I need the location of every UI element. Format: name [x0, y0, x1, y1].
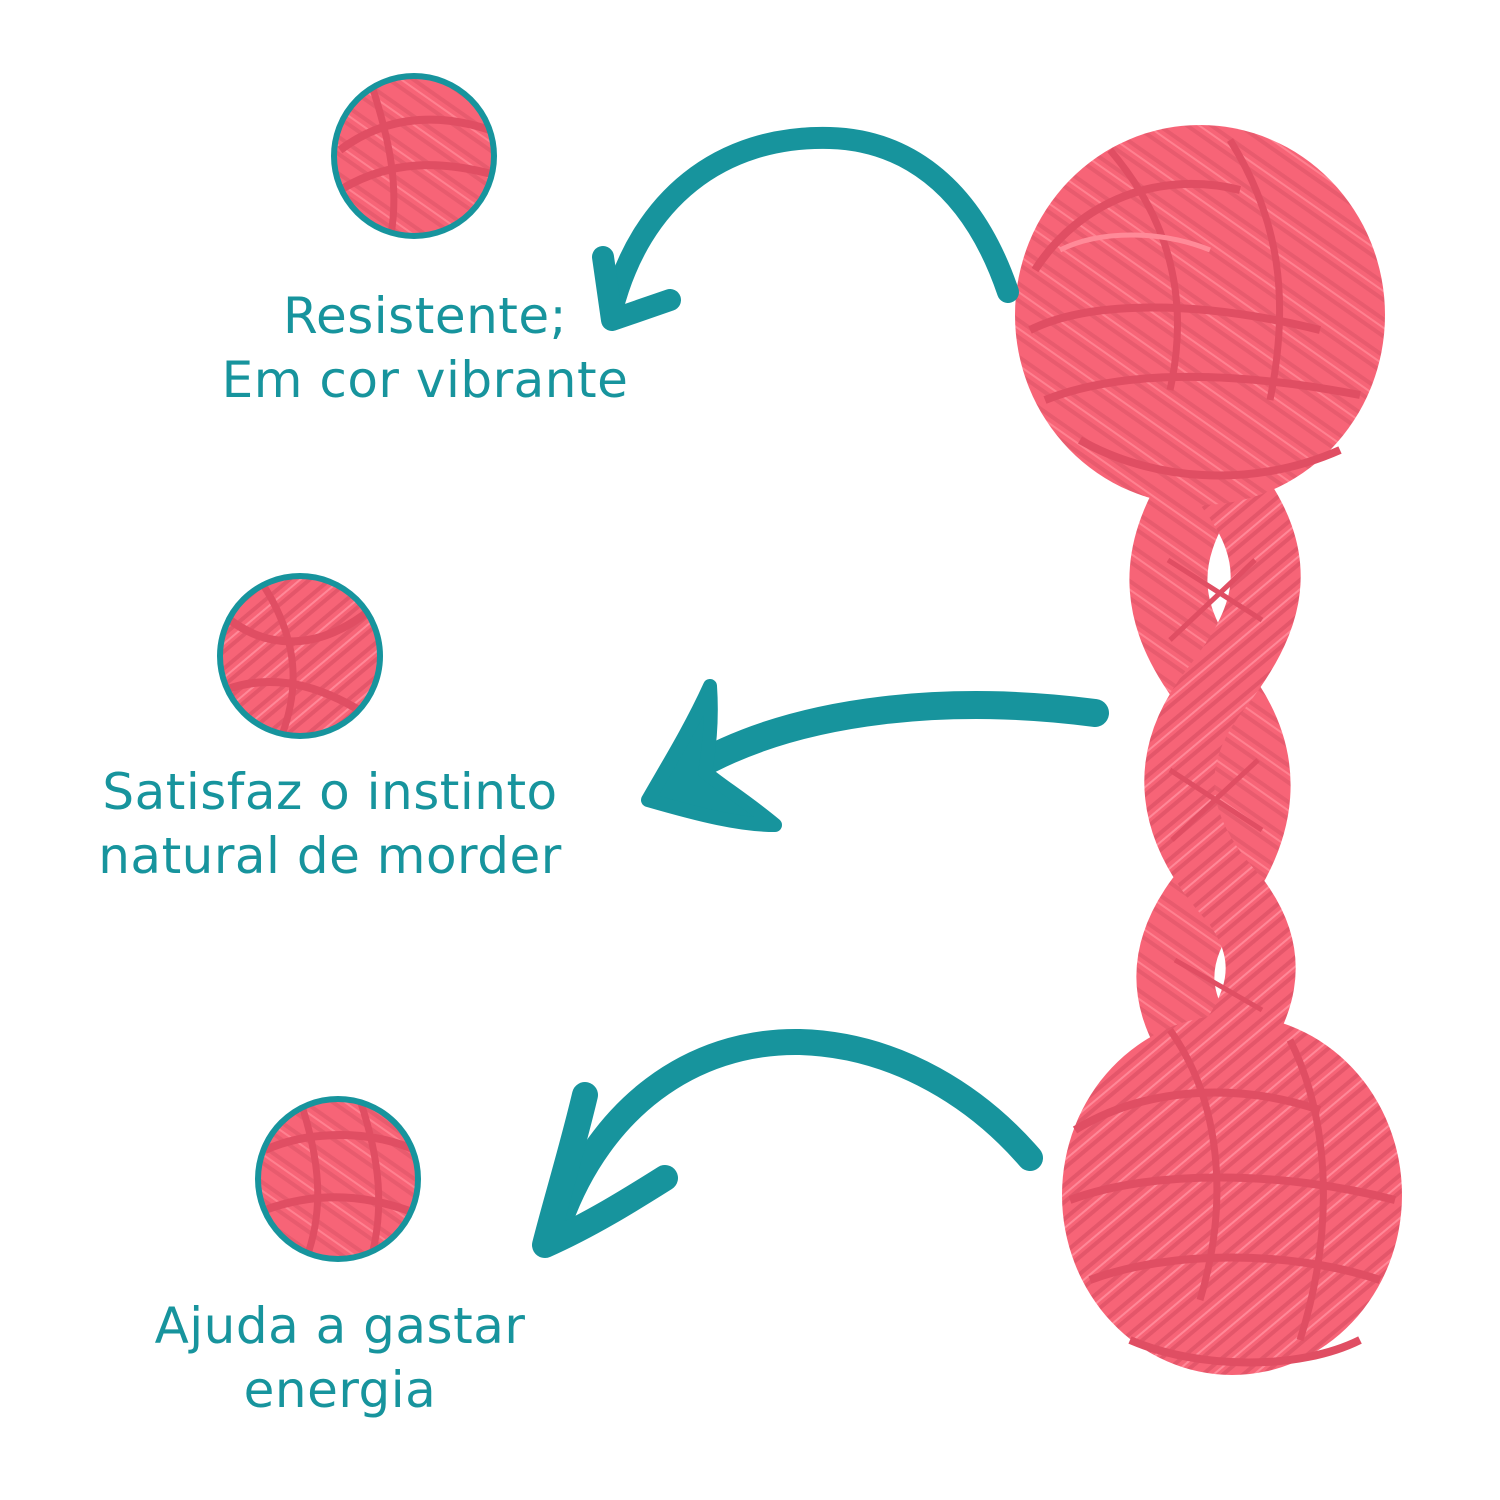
feature-text-energy: Ajuda a gastar energia [90, 1294, 590, 1422]
braided-rope [1129, 441, 1301, 1099]
arrow-top [592, 126, 1019, 331]
bottom-knot [1062, 1015, 1402, 1375]
arrow-bottom [532, 1028, 1043, 1258]
rope-braid-closeup-icon [217, 573, 383, 739]
top-knot [1015, 125, 1385, 505]
feature-text-bite-instinct: Satisfaz o instinto natural de morder [40, 760, 620, 888]
feature-line: Em cor vibrante [221, 351, 629, 409]
feature-line: Resistente; [282, 287, 567, 345]
rope-knot-closeup-icon [255, 1096, 421, 1262]
rope-toy [1015, 125, 1402, 1375]
arrow-middle [641, 679, 1109, 832]
feature-line: energia [243, 1361, 437, 1419]
feature-text-resistant: Resistente; Em cor vibrante [150, 284, 700, 412]
feature-line: Satisfaz o instinto [102, 763, 558, 821]
feature-line: natural de morder [98, 827, 562, 885]
rope-closeup-icon [331, 73, 497, 239]
feature-line: Ajuda a gastar [154, 1297, 526, 1355]
